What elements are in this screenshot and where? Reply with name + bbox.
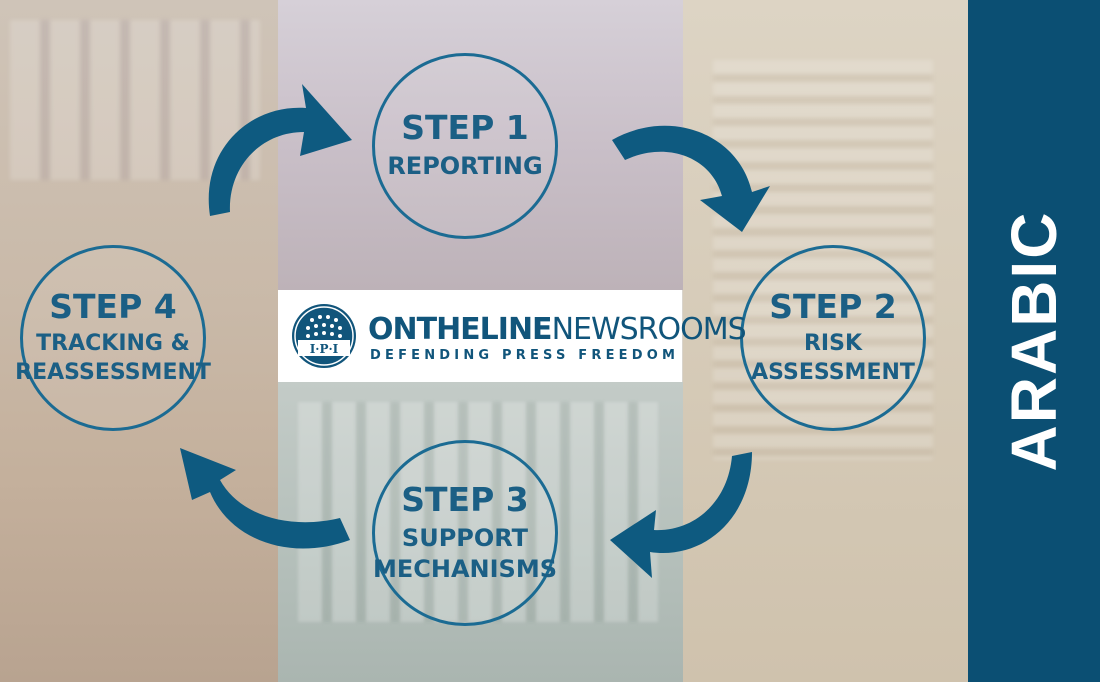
logo-name-light: NEWSROOMS xyxy=(551,312,747,347)
step-3-circle: STEP 3 SUPPORT MECHANISMS xyxy=(372,440,558,626)
step-2-title: STEP 2 xyxy=(769,287,897,327)
step-2-label-line1: RISK xyxy=(803,331,863,357)
seal-text: I·P·I xyxy=(310,342,339,356)
step-1-label: REPORTING xyxy=(387,152,543,181)
ontheline-newsrooms-logo: I·P·I ONTHELINENEWSROOMS DEFENDING PRESS… xyxy=(278,290,747,382)
arrow-step2-to-step3 xyxy=(610,452,752,578)
logo-name-bold: ONTHELINE xyxy=(368,312,553,347)
step-1-circle: STEP 1 REPORTING xyxy=(372,53,558,239)
step-4-label-line1: TRACKING & xyxy=(36,331,190,357)
arrow-step4-to-step1 xyxy=(208,84,352,216)
step-2-label-line2: ASSESSMENT xyxy=(751,359,915,385)
step-3-label-line1: SUPPORT xyxy=(401,523,529,552)
step-3-label-line2: MECHANISMS xyxy=(372,554,558,583)
arrow-step1-to-step2 xyxy=(612,125,770,232)
arrow-step3-to-step4 xyxy=(180,448,350,549)
step-2-circle: STEP 2 RISK ASSESSMENT xyxy=(740,245,926,431)
step-4-circle: STEP 4 TRACKING & REASSESSMENT xyxy=(15,245,211,431)
logo-wordmark: ONTHELINENEWSROOMS xyxy=(368,312,747,347)
language-sidebar: ARABIC xyxy=(968,0,1100,682)
language-label: ARABIC xyxy=(998,210,1070,472)
logo-tagline: DEFENDING PRESS FREEDOM xyxy=(370,348,680,363)
step-1-title: STEP 1 xyxy=(401,108,529,148)
step-4-title: STEP 4 xyxy=(49,287,177,327)
step-3-title: STEP 3 xyxy=(401,479,529,519)
ipi-globe-icon: I·P·I xyxy=(292,304,356,368)
step-4-label-line2: REASSESSMENT xyxy=(15,359,211,385)
cycle-arrows xyxy=(180,84,770,578)
